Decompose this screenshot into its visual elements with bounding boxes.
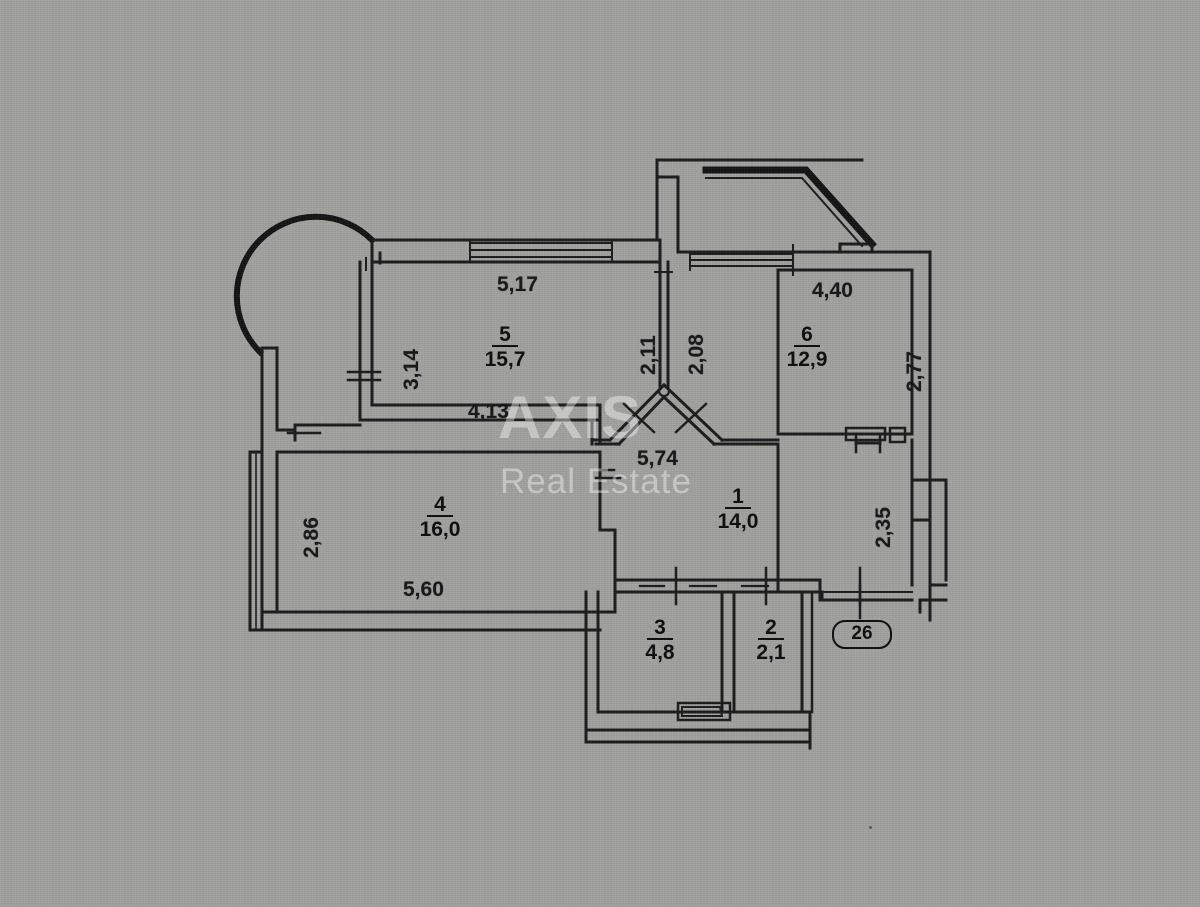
dimension-2-35: 2,35	[872, 507, 895, 548]
scan-speck	[869, 826, 872, 829]
room-label-5: 5 15,7	[460, 324, 550, 371]
dimension-5-17: 5,17	[497, 273, 538, 296]
balcony-rail	[702, 166, 877, 249]
room-number-3: 3	[647, 617, 673, 640]
room-area-2: 2,1	[756, 641, 786, 664]
dimension-2-11: 2,11	[637, 335, 660, 375]
dimension-4-13: 4,13	[468, 400, 509, 423]
dimension-5-74: 5,74	[637, 447, 678, 470]
apartment-number-badge: 26	[832, 620, 892, 649]
dimension-5-60: 5,60	[403, 578, 444, 601]
room-label-2: 2 2,1	[733, 617, 809, 664]
room-number-2: 2	[758, 617, 784, 640]
room-area-1: 14,0	[717, 510, 759, 533]
room-number-5: 5	[492, 324, 518, 347]
dimension-3-14: 3,14	[400, 349, 423, 390]
room-label-3: 3 4,8	[622, 617, 698, 664]
round-balcony-outline	[233, 213, 377, 357]
room-area-6: 12,9	[786, 348, 828, 371]
dimension-2-77: 2,77	[903, 351, 926, 392]
room-number-6: 6	[794, 324, 820, 347]
room-label-4: 4 16,0	[395, 494, 485, 541]
dimension-4-40: 4,40	[812, 279, 853, 302]
room-area-3: 4,8	[645, 641, 675, 664]
room-number-4: 4	[427, 494, 453, 517]
room-label-6: 6 12,9	[762, 324, 852, 371]
dimension-2-86: 2,86	[300, 517, 323, 558]
room-area-5: 15,7	[484, 348, 526, 371]
room-number-1: 1	[725, 486, 751, 509]
room-label-1: 1 14,0	[693, 486, 783, 533]
dimension-2-08: 2,08	[685, 334, 708, 375]
room-area-4: 16,0	[419, 518, 461, 541]
